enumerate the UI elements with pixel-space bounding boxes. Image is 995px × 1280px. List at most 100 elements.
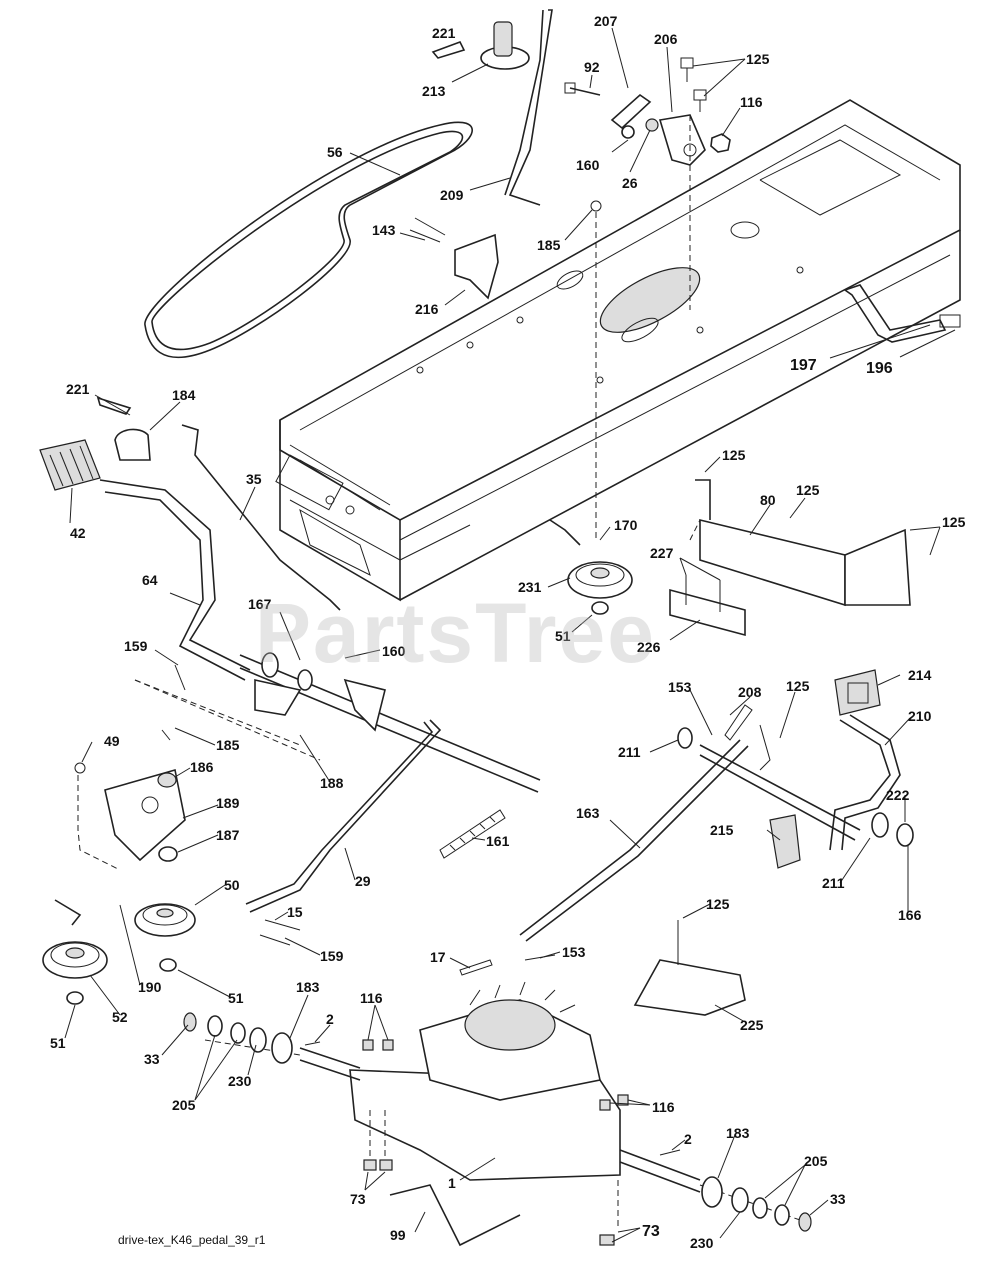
- callout-33: 33: [144, 1051, 160, 1067]
- callout-labels: 221 213 207 206 92 125 116 160 26 56 209…: [50, 13, 966, 1251]
- callout-211: 211: [618, 744, 641, 760]
- callout-167: 167: [248, 596, 272, 612]
- callout-189: 189: [216, 795, 240, 811]
- callout-161: 161: [486, 833, 510, 849]
- callout-183: 183: [296, 979, 320, 995]
- callout-125: 125: [942, 514, 966, 530]
- bracket-80: [689, 479, 911, 607]
- callout-211: 211: [822, 875, 845, 891]
- callout-159: 159: [320, 948, 344, 964]
- pin-185-top: [590, 115, 691, 540]
- callout-2: 2: [326, 1011, 334, 1027]
- callout-215: 215: [710, 822, 734, 838]
- rod-99: [389, 1184, 521, 1247]
- callout-153: 153: [668, 679, 692, 695]
- nut-116-top: [710, 133, 731, 153]
- link-29: [245, 719, 442, 913]
- shaft-assembly: [239, 652, 541, 793]
- rod-197: [843, 284, 961, 343]
- idler-bracket-189: [74, 679, 321, 871]
- callout-116: 116: [360, 990, 383, 1006]
- hubs-and-washers: [183, 1012, 812, 1246]
- bolt-92: [564, 82, 601, 96]
- callout-221: 221: [66, 381, 90, 397]
- cap-184: [96, 396, 151, 461]
- callout-125: 125: [746, 51, 770, 67]
- pedal-pad-214: [834, 669, 881, 716]
- callout-231: 231: [518, 579, 542, 595]
- lever-207: [610, 93, 652, 130]
- callout-207: 207: [594, 13, 618, 29]
- pulley-231: [549, 519, 633, 599]
- pulley-52: [42, 899, 108, 979]
- callout-99: 99: [390, 1227, 406, 1243]
- keys-and-clips: [66, 459, 681, 1156]
- callout-185: 185: [216, 737, 240, 753]
- callout-213: 213: [422, 83, 446, 99]
- callout-29: 29: [355, 873, 371, 889]
- callout-190: 190: [138, 979, 162, 995]
- callout-33: 33: [830, 1191, 846, 1207]
- grip-42: [39, 439, 101, 491]
- callout-2: 2: [684, 1131, 692, 1147]
- callout-196: 196: [866, 360, 893, 377]
- callout-222: 222: [886, 787, 910, 803]
- callout-187: 187: [216, 827, 240, 843]
- bracket-226: [669, 575, 746, 637]
- callout-163: 163: [576, 805, 600, 821]
- callout-51: 51: [50, 1035, 66, 1051]
- diagram-caption: drive-tex_K46_pedal_39_r1: [118, 1233, 266, 1247]
- rod-163: [519, 739, 749, 942]
- knob-213: [480, 21, 530, 70]
- bracket-206: [658, 114, 706, 166]
- callout-50: 50: [224, 877, 240, 893]
- callout-208: 208: [738, 684, 762, 700]
- callout-230: 230: [228, 1073, 252, 1089]
- callout-205: 205: [172, 1097, 196, 1113]
- callout-125: 125: [786, 678, 810, 694]
- callout-51: 51: [555, 628, 571, 644]
- callout-186: 186: [190, 759, 214, 775]
- callout-116: 116: [740, 94, 763, 110]
- callout-205: 205: [804, 1153, 828, 1169]
- callout-17: 17: [430, 949, 446, 965]
- callout-188: 188: [320, 775, 344, 791]
- pedal-210: [829, 714, 901, 851]
- callout-183: 183: [726, 1125, 750, 1141]
- callout-227: 227: [650, 545, 674, 561]
- cover-215: [769, 814, 801, 869]
- drive-belt: [144, 121, 473, 359]
- callout-230: 230: [690, 1235, 714, 1251]
- callout-35: 35: [246, 471, 262, 487]
- callout-15: 15: [287, 904, 303, 920]
- callout-52: 52: [112, 1009, 128, 1025]
- transaxle-1: [204, 981, 801, 1230]
- callout-159: 159: [124, 638, 148, 654]
- shift-lever-209: [504, 9, 553, 206]
- callout-184: 184: [172, 387, 196, 403]
- callout-185: 185: [537, 237, 561, 253]
- lever-64: [99, 479, 251, 681]
- callout-73: 73: [642, 1223, 660, 1240]
- callout-1: 1: [448, 1175, 456, 1191]
- callout-214: 214: [908, 667, 932, 683]
- callout-225: 225: [740, 1017, 764, 1033]
- bracket-216: [409, 217, 499, 300]
- callout-170: 170: [614, 517, 638, 533]
- callout-216: 216: [415, 301, 439, 317]
- callout-56: 56: [327, 144, 343, 160]
- spring-161: [439, 809, 506, 859]
- callout-64: 64: [142, 572, 158, 588]
- callout-226: 226: [637, 639, 661, 655]
- callout-160: 160: [576, 157, 600, 173]
- leader-lines: [64, 27, 956, 1243]
- callout-166: 166: [898, 907, 922, 923]
- callout-197: 197: [790, 357, 817, 374]
- callout-160: 160: [382, 643, 406, 659]
- watermark: PartsTree: [255, 586, 656, 680]
- callout-116: 116: [652, 1099, 675, 1115]
- clip-221-top: [431, 41, 466, 59]
- callout-153: 153: [562, 944, 586, 960]
- callout-206: 206: [654, 31, 678, 47]
